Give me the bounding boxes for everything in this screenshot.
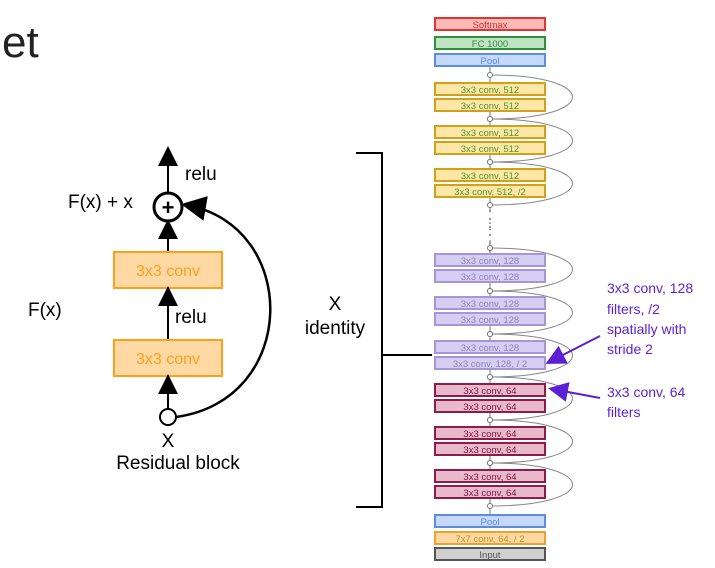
layer-box (434, 296, 546, 310)
layer-label: 3x3 conv, 512 (461, 144, 519, 155)
identity-label: identity (305, 318, 366, 339)
skip-connection-curve (489, 290, 573, 335)
layer-label: Pool (480, 56, 499, 67)
layer-box (434, 98, 546, 112)
layer-label: Softmax (473, 20, 508, 31)
layer-label: 3x3 conv, 128, / 2 (453, 359, 527, 370)
layer-box (434, 340, 546, 354)
conv-top-label: 3x3 conv (136, 263, 200, 280)
layer-box (434, 253, 546, 267)
slide-title-fragment: et (2, 18, 39, 67)
layer-box (434, 469, 546, 483)
layer-label: 3x3 conv, 512 (461, 171, 519, 182)
layer-box (434, 125, 546, 139)
skip-node (487, 159, 493, 165)
layer-box (434, 82, 546, 96)
layer-label: 3x3 conv, 512 (461, 128, 519, 139)
annotations: 3x3 conv, 128 filters, /2 spatially with… (545, 280, 697, 420)
layer-label: 3x3 conv, 64 (463, 488, 516, 499)
fx-label: F(x) (28, 300, 62, 321)
identity-skip-arrow (175, 196, 272, 419)
layer-box (434, 312, 546, 326)
skip-node (487, 417, 493, 423)
layer-box (434, 17, 546, 31)
layer-label: 3x3 conv, 512 (461, 85, 519, 96)
layer-label: 3x3 conv, 128 (461, 256, 519, 267)
layer-label: 3x3 conv, 512 (461, 101, 519, 112)
layer-label: Input (479, 550, 500, 561)
sum-label: F(x) + x (68, 192, 133, 213)
skip-connection-curve (489, 419, 573, 464)
residual-block: relu F(x) + x + 3x3 conv relu F(x) 3x3 c… (28, 146, 366, 474)
conv64-pointer-arrow (548, 382, 601, 402)
input-x-label: X (162, 431, 175, 452)
skip-node (487, 460, 493, 466)
skip-connection-curve (489, 161, 573, 206)
conv-box-top (113, 251, 223, 289)
layer-box (434, 531, 546, 545)
layer-box (434, 399, 546, 413)
skip-connection-curve (489, 333, 573, 378)
skip-node (487, 288, 493, 294)
skip-node (487, 331, 493, 337)
conv128-annotation-line: stride 2 (607, 341, 653, 357)
skip-node (487, 503, 493, 509)
skip-node (487, 374, 493, 380)
input-node (159, 408, 177, 426)
skip-node (487, 72, 493, 78)
conv128-pointer-arrow (545, 335, 601, 364)
layer-box (434, 184, 546, 198)
conv64-annotation-line: filters (607, 404, 640, 420)
layer-box (434, 36, 546, 50)
layer-label: 3x3 conv, 64 (463, 402, 516, 413)
layer-label: 3x3 conv, 128 (461, 299, 519, 310)
layer-box (434, 426, 546, 440)
bracket (356, 152, 432, 508)
skip-connection-curve (489, 74, 573, 120)
layer-box (434, 442, 546, 456)
layer-label: 3x3 conv, 64 (463, 445, 516, 456)
conv128-annotation-line: spatially with (607, 321, 686, 337)
conv-bottom-label: 3x3 conv (136, 351, 200, 368)
conv128-annotation-line: 3x3 conv, 128 (607, 280, 693, 296)
skip-connection-curve (489, 376, 573, 421)
layer-box (434, 356, 546, 370)
layer-box (434, 485, 546, 499)
skip-connection-curve (489, 462, 573, 507)
skip-node (487, 116, 493, 122)
conv64-annotation: 3x3 conv, 64 filters (607, 384, 689, 420)
layer-label: 3x3 conv, 128 (461, 315, 519, 326)
layer-box (434, 168, 546, 182)
layer-box (434, 53, 546, 67)
relu-mid-label: relu (175, 307, 207, 328)
layer-label: 3x3 conv, 64 (463, 429, 516, 440)
plus-icon: + (162, 195, 175, 220)
layer-label: Pool (480, 517, 499, 528)
layer-label: 7x7 conv, 64, / 2 (455, 534, 524, 545)
relu-top-label: relu (185, 164, 217, 185)
ellipsis-label: : (488, 217, 492, 233)
layer-box (434, 514, 546, 528)
layer-label: FC 1000 (472, 39, 508, 50)
layer-box (434, 141, 546, 155)
skip-connection-curve (489, 118, 573, 163)
conv128-annotation-line: filters, /2 (607, 301, 660, 317)
skip-connection-curve (489, 247, 573, 292)
layer-box (434, 547, 546, 561)
layer-label: 3x3 conv, 64 (463, 472, 516, 483)
layer-label: 3x3 conv, 128 (461, 343, 519, 354)
conv128-annotation: 3x3 conv, 128 filters, /2 spatially with… (607, 280, 697, 357)
residual-block-caption: Residual block (116, 453, 240, 474)
layer-box (434, 383, 546, 397)
skip-node (487, 202, 493, 208)
conv64-annotation-line: 3x3 conv, 64 (607, 384, 686, 400)
layer-label: 3x3 conv, 512, /2 (454, 187, 526, 198)
skip-node (487, 245, 493, 251)
layer-label: 3x3 conv, 64 (463, 386, 516, 397)
layer-box (434, 269, 546, 283)
layer-label: 3x3 conv, 128 (461, 272, 519, 283)
identity-x-label: X (329, 294, 342, 315)
